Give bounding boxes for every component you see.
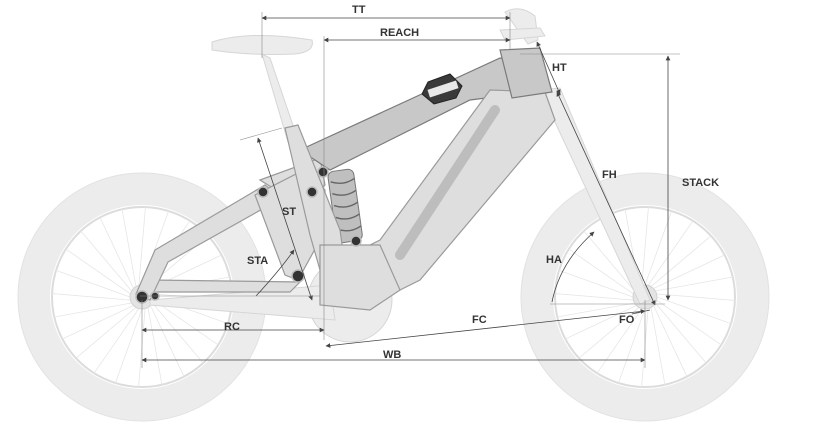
dimension-labels: TT REACH HT STACK FH ST STA HA RC FC FO … [224,4,719,361]
spoke [656,296,732,324]
spoke [150,305,185,377]
spoke [655,302,707,364]
spoke [655,276,733,292]
ht-line [536,41,561,95]
main-frame [284,47,556,311]
label-fh: FH [602,169,617,181]
spoke [115,308,143,384]
label-wb: WB [383,349,401,361]
ha-arc [551,231,595,303]
spoke [65,248,131,295]
spoke [650,307,666,385]
brand-badge-icon [421,73,463,105]
dimension-lines [140,12,680,368]
spoke [152,302,204,364]
label-tt: TT [352,4,366,16]
spoke [121,209,137,287]
spoke [52,293,131,301]
label-st: ST [282,206,296,218]
spoke [647,220,694,286]
spoke [147,307,163,385]
label-sta: STA [247,255,268,267]
spoke [80,230,132,292]
label-reach: REACH [380,27,419,39]
spoke [650,235,712,287]
spoke [55,270,131,298]
spoke [558,270,634,298]
spoke [62,305,134,340]
spoke [641,207,649,286]
spoke [653,254,725,289]
label-rc: RC [224,321,240,333]
label-ht: HT [552,62,567,74]
spoke [54,302,132,318]
spoke [153,299,219,346]
fc-line [325,309,646,348]
label-ha: HA [546,254,562,266]
spoke [555,293,634,301]
label-fo: FO [619,314,635,326]
spoke [99,217,134,289]
sta-arc [255,249,295,297]
spoke [653,305,688,377]
st-line [257,137,313,301]
fo-line [631,309,651,315]
label-fc: FC [472,314,487,326]
fh-line [556,91,656,306]
spoke [93,308,140,374]
spoke [75,307,137,359]
spoke [656,299,722,346]
spoke [138,207,146,286]
label-stack: STACK [682,177,719,189]
